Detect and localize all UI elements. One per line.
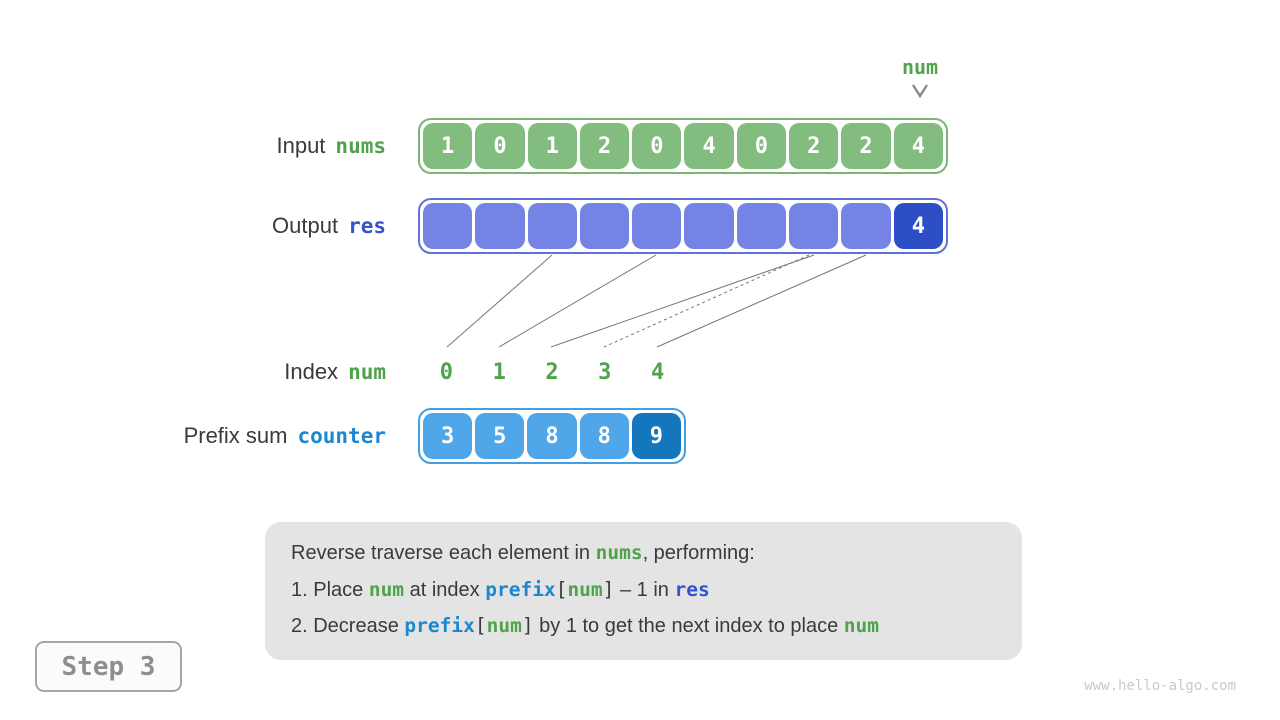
input-array-cell: 1 <box>423 123 473 169</box>
prefix-array-cell: 3 <box>423 413 473 459</box>
placement-connector-line <box>656 254 867 348</box>
note-code-token: nums <box>595 541 643 564</box>
input-array-cell: 4 <box>684 123 734 169</box>
note-text: by 1 to get the next index to place <box>533 615 844 638</box>
output-array-cell <box>789 203 839 249</box>
note-text: 2. Decrease <box>291 615 405 638</box>
output-res-array: 4 <box>418 198 948 254</box>
connector-lines <box>446 254 867 348</box>
note-code-token: num <box>843 614 880 638</box>
index-var-name: num <box>348 360 386 384</box>
step-badge-label: Step 3 <box>61 651 156 682</box>
note-code-token: prefix <box>485 577 556 601</box>
index-number: 3 <box>598 359 612 385</box>
output-array-cell <box>579 203 630 249</box>
index-row-label: Index num <box>0 359 386 385</box>
note-code-token: [ <box>474 614 487 638</box>
index-number: 0 <box>439 359 454 385</box>
prefix-array-cell: 9 <box>631 413 682 459</box>
index-number-row: 0 1 2 3 4 <box>420 354 684 390</box>
index-number: 1 <box>492 359 506 385</box>
note-text: 1. Place <box>291 578 369 601</box>
output-array-cell: 4 <box>893 203 943 249</box>
output-array-cell <box>841 203 891 249</box>
note-code-token: [ <box>555 577 568 601</box>
input-array-cell: 2 <box>789 123 839 169</box>
num-pointer-label: num <box>901 55 939 79</box>
output-array-cell <box>736 203 787 249</box>
note-code-token: num <box>486 614 522 638</box>
explanation-note: Reverse traverse each element in nums, p… <box>265 522 1022 660</box>
input-array-cell: 0 <box>736 123 787 169</box>
prefix-array-cell: 5 <box>475 413 525 459</box>
output-array-cell <box>527 203 577 249</box>
note-code-token: prefix <box>404 614 475 638</box>
index-number: 4 <box>650 359 665 385</box>
input-array-cell: 0 <box>632 123 682 169</box>
note-line: 1. Place num at index prefix[num] – 1 in… <box>291 572 1002 609</box>
output-row-label: Output res <box>0 213 386 239</box>
placement-connector-line <box>603 254 810 348</box>
note-line: Reverse traverse each element in nums, p… <box>291 535 1002 572</box>
input-array-cell: 1 <box>527 123 577 169</box>
index-number: 2 <box>545 359 559 385</box>
down-arrow-icon <box>911 84 929 99</box>
input-array-cell: 0 <box>475 123 525 169</box>
watermark: www.hello-algo.com <box>1084 678 1236 694</box>
index-label: Index <box>284 359 339 384</box>
note-code-token: num <box>567 577 603 601</box>
note-code-token: res <box>674 577 710 601</box>
prefix-array-cell: 8 <box>579 413 629 459</box>
note-line: 2. Decrease prefix[num] by 1 to get the … <box>291 608 1002 645</box>
note-text: , performing: <box>642 542 755 564</box>
note-code-token: ] <box>521 614 534 638</box>
placement-connector-line <box>446 254 553 348</box>
note-text: – 1 in <box>614 578 675 601</box>
input-array-cell: 2 <box>579 123 630 169</box>
output-array-cell <box>423 203 473 249</box>
input-label: Input <box>276 133 326 158</box>
placement-connector-line <box>498 254 657 348</box>
input-row-label: Input nums <box>0 133 386 159</box>
output-array-cell <box>475 203 525 249</box>
input-array-cell: 4 <box>893 123 943 169</box>
note-code-token: ] <box>602 577 615 601</box>
note-text: at index <box>404 578 486 601</box>
step-badge: Step 3 <box>35 641 182 692</box>
input-var-name: nums <box>335 134 386 158</box>
note-text: Reverse traverse each element in <box>291 542 596 564</box>
output-array-cell <box>684 203 734 249</box>
prefix-row-label: Prefix sum counter <box>0 423 386 449</box>
note-code-token: num <box>368 577 405 601</box>
output-var-name: res <box>348 214 386 238</box>
prefix-var-name: counter <box>297 424 386 448</box>
prefix-label: Prefix sum <box>183 423 288 448</box>
input-array-cell: 2 <box>841 123 891 169</box>
placement-connector-line <box>550 254 815 348</box>
output-array-cell <box>632 203 682 249</box>
prefix-array-cell: 8 <box>527 413 577 459</box>
output-label: Output <box>272 213 339 238</box>
